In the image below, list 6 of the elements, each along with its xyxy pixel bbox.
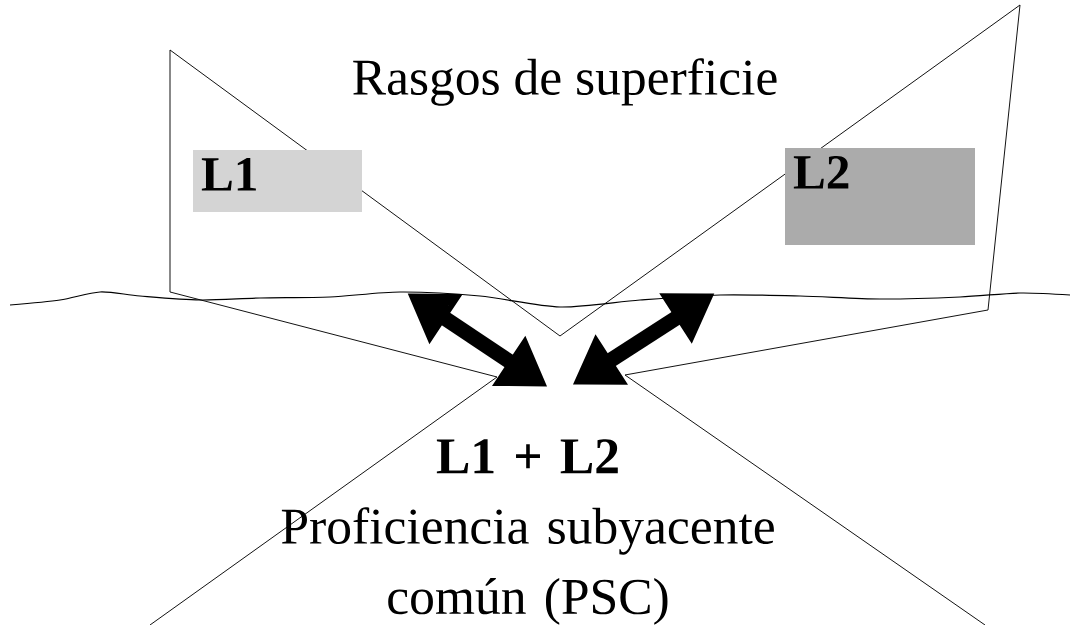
iceberg-drawing (169, 49, 561, 337)
title: Rasgos de superficie (353, 58, 777, 106)
iceberg-drawing (559, 4, 1021, 337)
language-box: L1 (193, 150, 362, 212)
language-box: L2 (785, 148, 975, 245)
proficiency-text: L1 + L2 Proficiencia subyacente común (PSC) (281, 439, 774, 625)
